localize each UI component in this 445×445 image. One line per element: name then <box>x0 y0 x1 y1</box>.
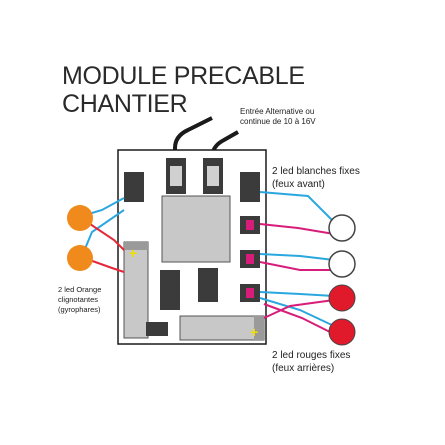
wire-red-2-blue <box>259 297 335 327</box>
bottom-capacitor-cap <box>254 316 264 340</box>
input-terminal-1 <box>170 166 182 186</box>
wire-white-1-magenta <box>259 223 335 235</box>
dark-component-3 <box>146 322 168 336</box>
title-line-1: MODULE PRECABLE <box>62 62 305 90</box>
white-led-2 <box>328 250 356 278</box>
dark-component-1 <box>160 270 180 310</box>
red-led-1 <box>328 284 356 312</box>
wire-red-1-blue <box>259 291 335 297</box>
left-capacitor-cap <box>124 242 148 250</box>
left-connector-top <box>124 172 144 202</box>
wire-red-2-magenta <box>263 303 335 335</box>
wire-orange-2-red <box>83 257 125 273</box>
right-connector-1 <box>240 172 260 202</box>
orange-led-1 <box>67 205 93 231</box>
wire-white-1-blue <box>259 191 335 223</box>
bottom-capacitor <box>179 315 265 341</box>
wire-white-2-magenta <box>259 261 334 271</box>
input-label-line-2: continue de 10 à 16V <box>240 117 316 126</box>
red-led-2 <box>328 318 356 346</box>
white-leds-label-line-2: (feux avant) <box>272 179 325 190</box>
orange-led-2 <box>67 245 93 271</box>
white-leds-label-line-1: 2 led blanches fixes <box>272 166 360 177</box>
left-capacitor-plus: + <box>129 245 137 261</box>
wire-orange-1-red <box>83 219 125 251</box>
title-line-2: CHANTIER <box>62 90 187 118</box>
wire-red-1-magenta <box>263 299 335 319</box>
central-component <box>161 195 231 263</box>
input-label-line-1: Entrée Alternative ou <box>240 107 314 116</box>
bottom-capacitor-plus: + <box>250 324 258 340</box>
left-capacitor <box>123 241 149 339</box>
input-terminal-2 <box>207 166 219 186</box>
white-led-1 <box>328 214 356 242</box>
red-leds-label-line-2: (feux arrières) <box>272 363 334 374</box>
right-terminal-2 <box>246 220 254 230</box>
red-leds-label-line-1: 2 led rouges fixes <box>272 350 350 361</box>
wire-white-2-blue <box>259 253 335 261</box>
input-wire-1 <box>173 116 213 192</box>
right-terminal-3 <box>246 254 254 264</box>
orange-leds-label-line-2: clignotantes <box>58 295 98 304</box>
orange-leds-label-line-1: 2 led Orange <box>58 285 101 294</box>
orange-leds-label-line-3: (gyrophares) <box>58 305 101 314</box>
dark-component-2 <box>198 268 218 302</box>
right-terminal-4 <box>246 288 254 298</box>
